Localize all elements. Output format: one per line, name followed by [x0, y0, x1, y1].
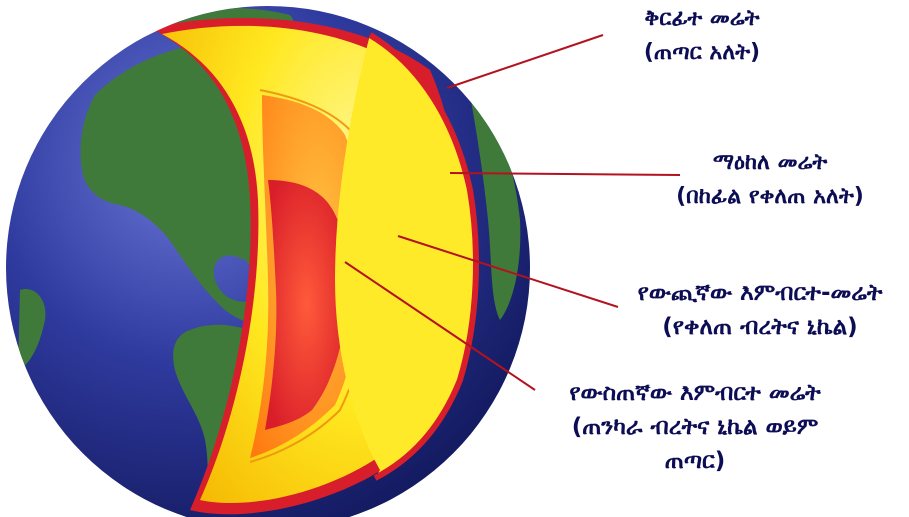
leader-line-crust: [446, 34, 604, 89]
mantle-cut-face: [335, 35, 476, 478]
label-mantle: ማዕከለ መሬት (በከፊል የቀለጠ አለት): [640, 146, 900, 214]
label-inner-core: የውስጠኛው እምብርተ መሬት (ጠንካራ ብረትና ኒኬል ወይም ጠጣር): [535, 376, 855, 478]
label-mantle-line1: ማዕከለ መሬት: [712, 150, 828, 175]
leader-line-outer-core: [397, 235, 619, 308]
crust-cut-face: [368, 32, 479, 481]
label-outer-core-line1: የውጪኛው እምብርተ-መሬት: [637, 280, 883, 306]
label-outer-core-line2: (የቀለጠ ብረትና ኒኬል): [662, 314, 858, 340]
label-crust-line1: ቅርፊተ መሬት: [644, 6, 760, 31]
label-mantle-line2: (በከፊል የቀለጠ አለት): [676, 184, 864, 209]
label-inner-core-line1: የውስጠኛው እምብርተ መሬት: [569, 380, 821, 406]
continent-west-africa-edge: [18, 289, 46, 370]
leader-lines: [344, 34, 681, 391]
label-crust: ቅርፊተ መሬት (ጠጣር አለት): [612, 2, 792, 70]
leader-line-inner-core: [344, 261, 536, 391]
continent-right-edge: [470, 95, 521, 320]
inner-core-layer: [265, 180, 349, 430]
label-inner-core-line3: ጠጣር): [664, 448, 726, 474]
leader-line-mantle: [449, 172, 681, 176]
label-inner-core-line2: (ጠንካራ ብረትና ኒኬል ወይም: [571, 414, 819, 440]
label-outer-core: የውጪኛው እምብርተ-መሬት (የቀለጠ ብረትና ኒኬል): [615, 276, 905, 344]
label-crust-line2: (ጠጣር አለት): [643, 40, 761, 65]
